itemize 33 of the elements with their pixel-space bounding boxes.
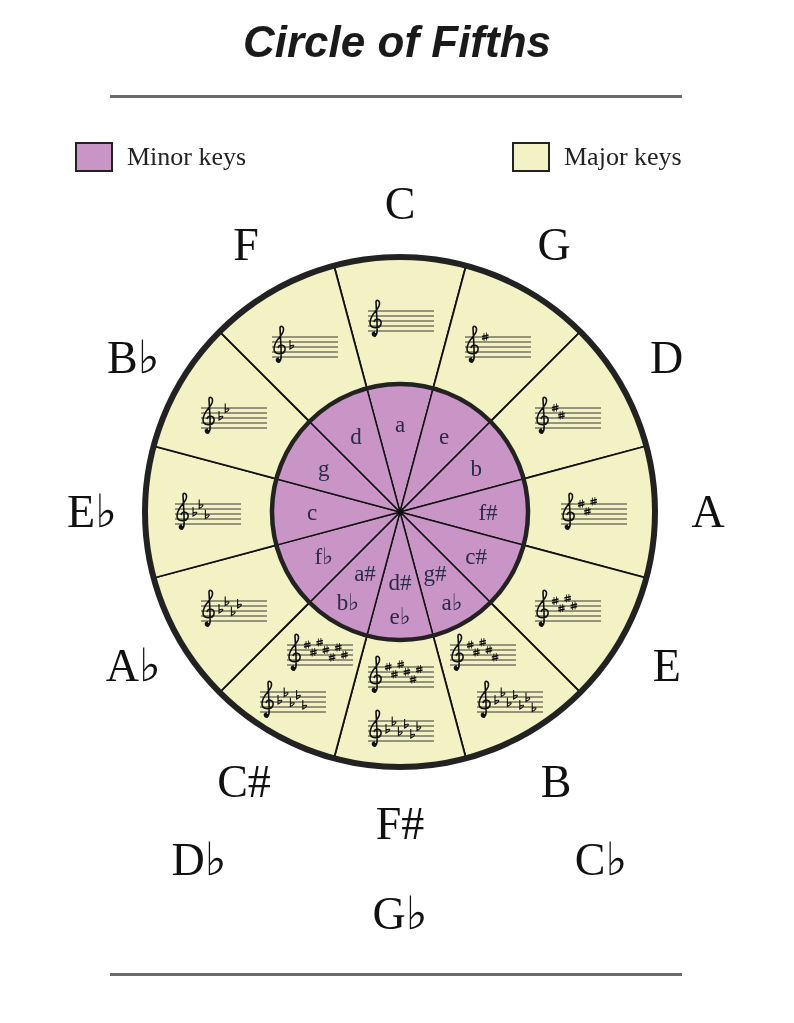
major-key-name: C# [217, 759, 271, 806]
minor-key-name: a♭ [441, 590, 463, 614]
minor-key-name: a [394, 412, 406, 436]
major-key-name: B [540, 759, 572, 806]
legend-label: Minor keys [127, 142, 247, 172]
title: Circle of Fifths [243, 18, 551, 67]
major-key-name: A♭ [105, 643, 161, 689]
major-key-name: B♭ [107, 335, 160, 381]
major-key-name: G [537, 222, 571, 269]
major-key-name: A [691, 489, 725, 535]
minor-key-name: d [350, 424, 362, 448]
minor-key-name: f# [478, 500, 498, 524]
minor-key-name: g# [423, 561, 447, 585]
minor-key-name: g [318, 456, 330, 480]
major-key-name: C♭ [574, 837, 628, 884]
minor-key-name: e [438, 424, 450, 448]
minor-key-name: d# [388, 570, 412, 594]
minor-key-name: b [470, 456, 482, 480]
major-key-name: E [652, 643, 681, 689]
minor-key-name: a# [354, 561, 376, 585]
major-key-name: E♭ [67, 489, 117, 535]
legend-label: Major keys [564, 142, 682, 172]
minor-key-name: f♭ [314, 544, 334, 568]
major-key-name: D♭ [171, 837, 227, 884]
major-key-name: F# [375, 801, 425, 847]
major-key-name: G♭ [372, 891, 428, 937]
major-key-name: F [233, 222, 259, 269]
major-key-name: D [650, 335, 684, 381]
minor-key-name: c [306, 500, 318, 524]
minor-key-name: e♭ [389, 604, 411, 628]
minor-key-name: b♭ [336, 590, 360, 614]
minor-key-name: c# [465, 544, 488, 568]
major-key-name: C [384, 181, 416, 227]
